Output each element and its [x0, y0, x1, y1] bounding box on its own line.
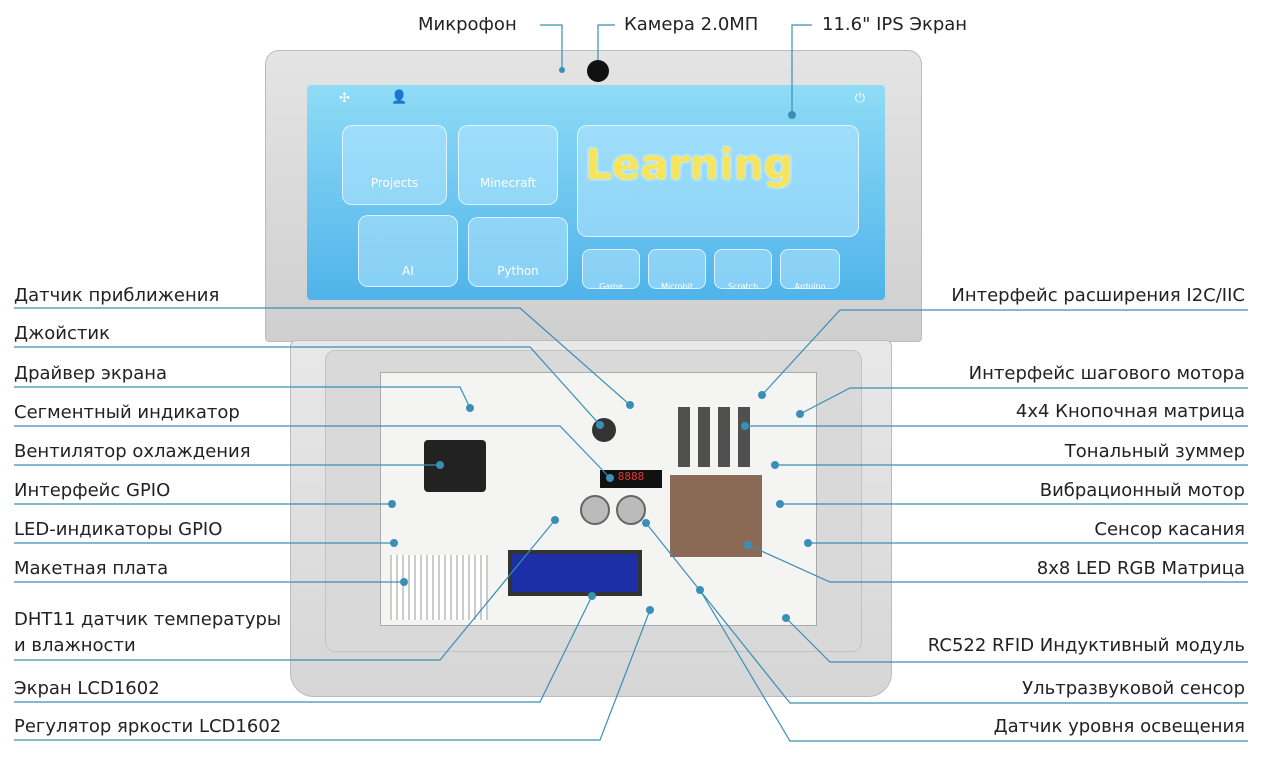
apps-icon[interactable]: ✣ [339, 91, 350, 106]
learning-title: Learning [585, 140, 794, 189]
app-ai[interactable]: AI [358, 215, 458, 287]
label-buzzer: Тональный зуммер [1064, 441, 1245, 462]
lcd1602 [508, 550, 642, 596]
leader-ultrasonic [645, 522, 1248, 704]
user-icon[interactable]: 👤 [391, 90, 408, 105]
top-lines [540, 24, 812, 115]
segment-display: 8888 [600, 470, 662, 488]
ultrasonic-sensor [580, 495, 652, 525]
label-proximity: Датчик приближения [14, 285, 220, 306]
app-label: Game [599, 282, 623, 291]
leader-proximity [14, 307, 631, 406]
label-screen: 11.6" IPS Экран [822, 14, 968, 35]
leader-segment [14, 425, 611, 479]
app-projects[interactable]: Projects [342, 125, 447, 205]
app-minecraft[interactable]: Minecraft [458, 125, 558, 205]
label-screen-driver: Драйвер экрана [14, 363, 168, 384]
label-microphone: Микрофон [418, 14, 517, 35]
right-lines [645, 309, 1248, 742]
label-camera: Камера 2.0МП [624, 14, 759, 35]
label-rgb-matrix: 8x8 LED RGB Матрица [1036, 558, 1245, 579]
label-gpio-led: LED-индикаторы GPIO [14, 519, 223, 540]
leader-rfid [785, 617, 1248, 663]
label-vibration: Вибрационный мотор [1039, 480, 1245, 501]
leader-screen [791, 24, 812, 115]
label-stepper: Интерфейс шагового мотора [968, 363, 1245, 384]
cooling-fan [424, 440, 486, 492]
leader-lcd [14, 595, 593, 703]
leader-dots [388, 67, 812, 622]
key-matrix [678, 407, 758, 467]
label-segment: Сегментный индикатор [14, 402, 240, 423]
app-label: Python [497, 264, 539, 278]
leader-rgb [747, 544, 1248, 583]
breadboard [390, 555, 488, 620]
label-rfid: RC522 RFID Индуктивный модуль [927, 635, 1245, 656]
leader-driver [14, 386, 471, 409]
label-gpio: Интерфейс GPIO [14, 480, 171, 501]
label-dht11: DHT11 датчик температуры [14, 609, 282, 630]
joystick [592, 418, 616, 442]
app-game[interactable]: Game [582, 249, 640, 291]
app-label: Arduino [794, 282, 826, 291]
left-lines [14, 307, 651, 741]
leader-camera [597, 24, 615, 60]
app-label: Scratch [727, 282, 759, 291]
app-label: Minecraft [479, 176, 537, 190]
label-touch: Сенсор касания [1094, 519, 1245, 540]
app-arduino[interactable]: Arduino [780, 249, 840, 291]
app-label: Projects [370, 176, 419, 190]
leader-brightness [14, 609, 651, 741]
label-joystick: Джойстик [14, 323, 110, 344]
label-breadboard: Макетная плата [14, 558, 169, 579]
leader-stepper [799, 387, 1248, 415]
camera-icon [587, 60, 609, 82]
label-fan: Вентилятор охлаждения [14, 441, 251, 462]
power-icon[interactable]: ⏻ [854, 91, 865, 106]
label-lcd-brightness: Регулятор яркости LCD1602 [14, 716, 282, 737]
leader-mic [540, 24, 563, 70]
app-label: AI [402, 264, 414, 278]
label-dht11-line2: и влажности [14, 635, 136, 656]
app-python[interactable]: Python [468, 217, 568, 287]
label-ultrasonic: Ультразвуковой сенсор [1022, 678, 1245, 699]
app-label: Microbit [661, 282, 693, 291]
leader-dht11 [14, 519, 556, 661]
leader-i2c [761, 309, 1248, 396]
label-lcd: Экран LCD1602 [14, 678, 160, 699]
app-learning[interactable] [577, 125, 859, 237]
app-microbit[interactable]: Microbit [648, 249, 706, 291]
label-light-sensor: Датчик уровня освещения [993, 716, 1245, 737]
label-i2c: Интерфейс расширения I2C/IIC [951, 285, 1245, 306]
app-scratch[interactable]: Scratch [714, 249, 772, 291]
leader-joystick [14, 346, 601, 426]
leader-light [699, 589, 1248, 742]
label-keymatrix: 4x4 Кнопочная матрица [1015, 401, 1245, 422]
